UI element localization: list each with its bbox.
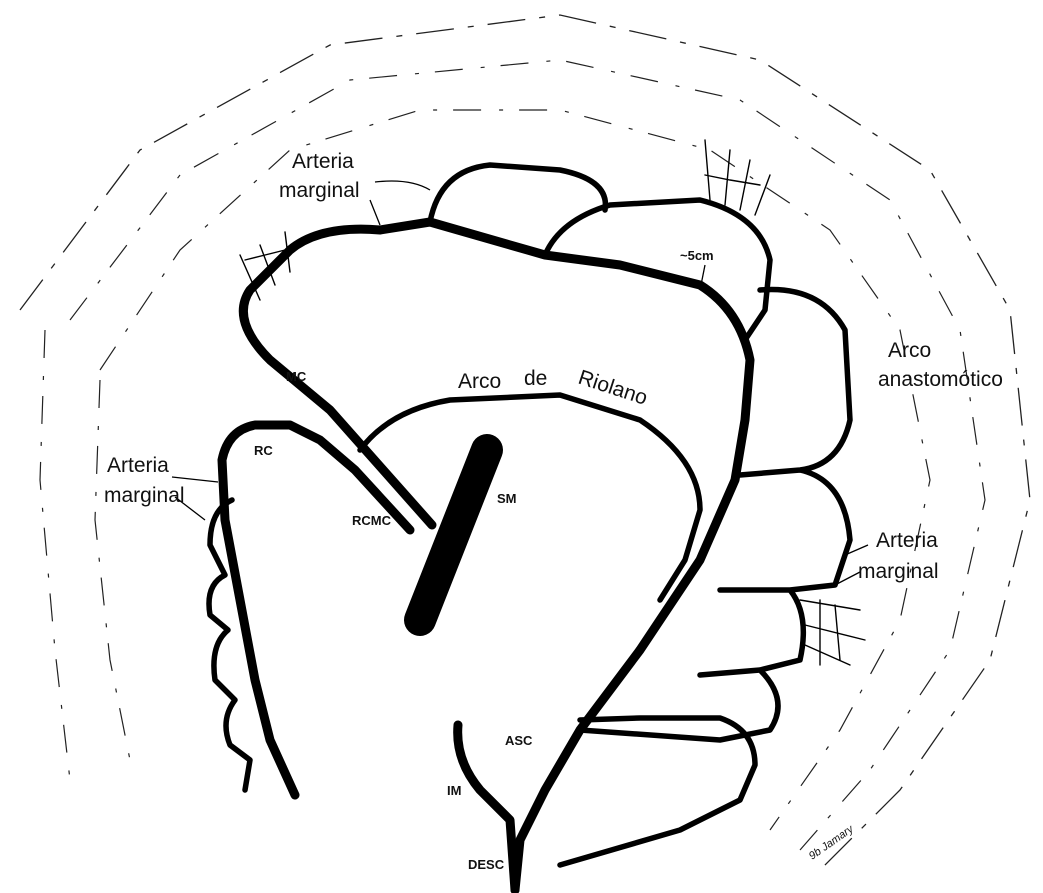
superior-mesenteric-artery xyxy=(420,450,487,620)
label-arco-anastomotico-1: Arco xyxy=(888,339,931,362)
label-arco-anastomotico-2: anastomótico xyxy=(878,368,1003,391)
label-arteria-marginal-left-1: Arteria xyxy=(107,454,169,477)
colon-outline-middle xyxy=(70,60,985,850)
label-asc: ASC xyxy=(505,733,533,748)
marginal-upper-loop xyxy=(430,165,605,222)
label-rcmc: RCMC xyxy=(352,513,392,528)
label-distance: ~5cm xyxy=(680,248,714,263)
artist-signature: 9b Jamary xyxy=(807,822,857,862)
label-arteria-marginal-right-1: Arteria xyxy=(876,529,938,552)
label-desc: DESC xyxy=(468,857,505,872)
fine-branches xyxy=(240,140,865,665)
middle-colic-artery xyxy=(243,222,750,890)
label-mc: MC xyxy=(286,369,307,384)
label-arco-de-riolano-2: de xyxy=(524,367,547,390)
label-arteria-marginal-top-2: marginal xyxy=(279,179,360,202)
label-arco-de-riolano-1: Arco xyxy=(458,370,501,393)
label-arteria-marginal-top-1: Arteria xyxy=(292,150,354,173)
colon-outline-left-inner xyxy=(95,380,130,760)
label-rc: RC xyxy=(254,443,273,458)
arrow-top-marginal-2 xyxy=(370,200,380,225)
colon-outline-left-lower xyxy=(40,330,70,780)
label-im: IM xyxy=(447,783,461,798)
label-arteria-marginal-left-2: marginal xyxy=(104,484,185,507)
label-sm: SM xyxy=(497,491,517,506)
right-colic-artery xyxy=(222,425,410,795)
arrow-top-marginal xyxy=(375,181,430,190)
vessel-network xyxy=(209,165,850,890)
label-arteria-marginal-right-2: marginal xyxy=(858,560,939,583)
branch-right xyxy=(800,600,865,665)
